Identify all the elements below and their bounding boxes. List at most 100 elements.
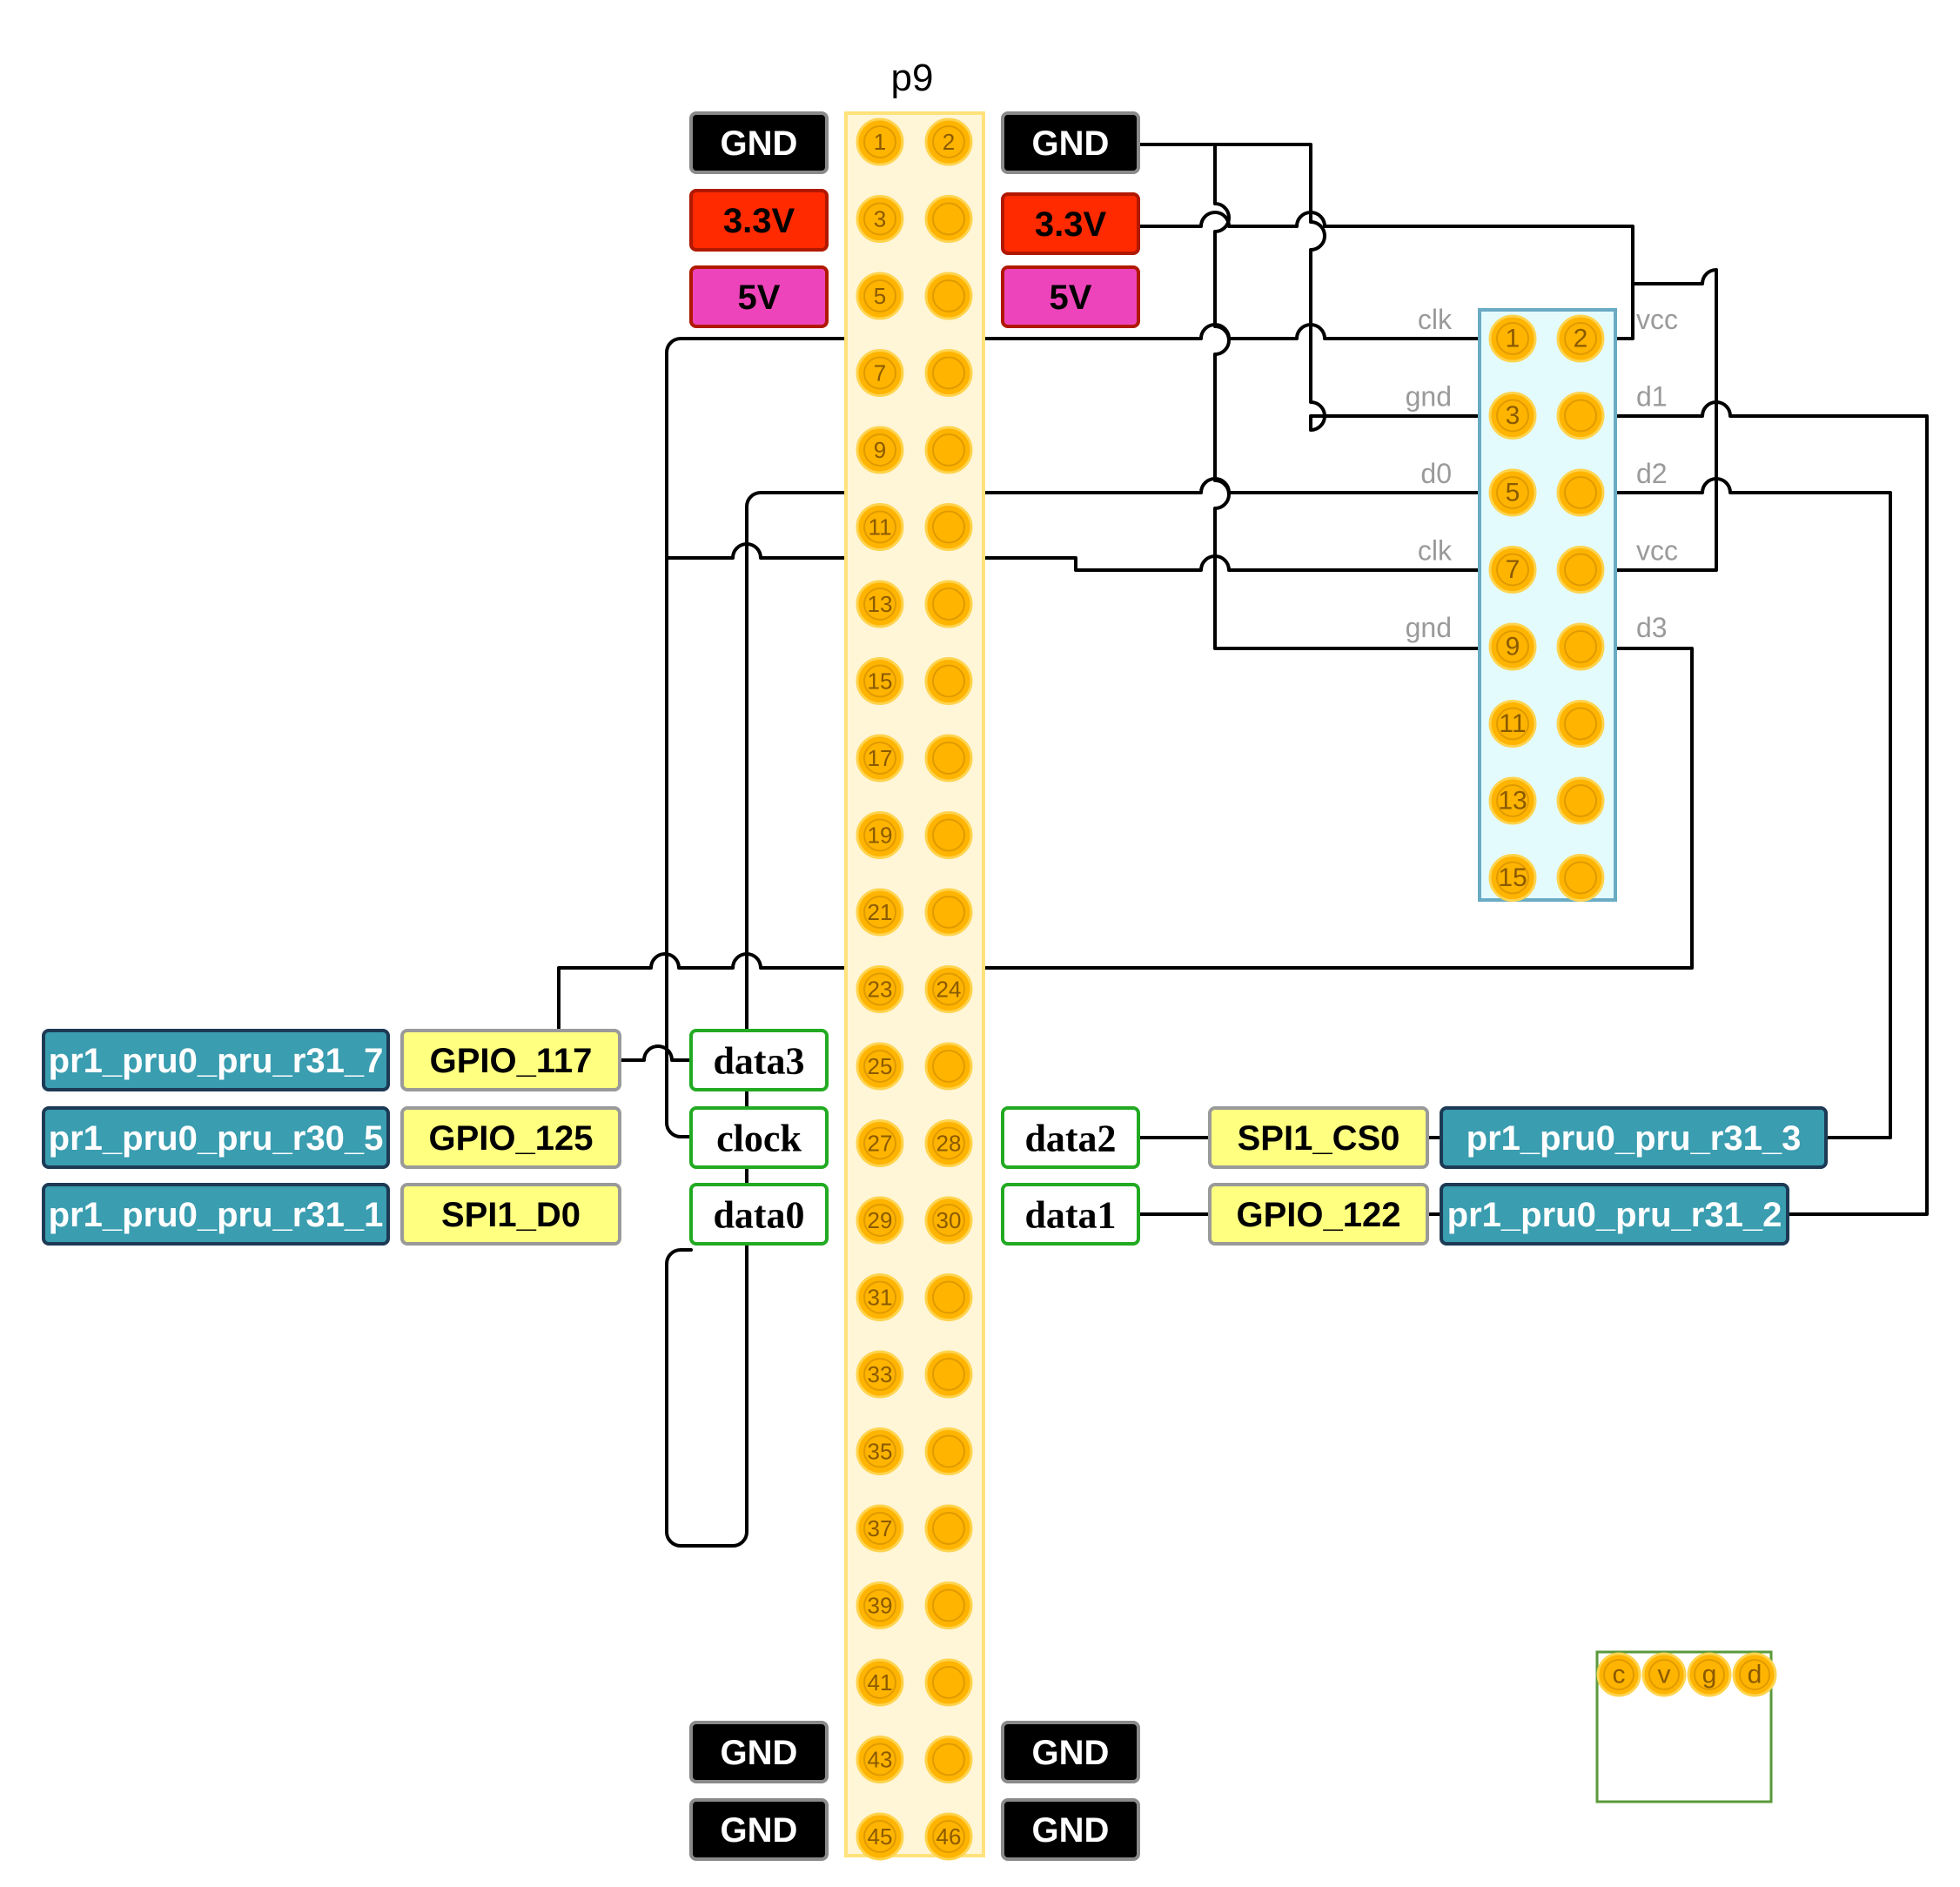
gnd-label-text: GND	[721, 124, 798, 163]
wire	[557, 952, 848, 1032]
module-pin-number: 15	[1498, 863, 1527, 892]
v5-label-text: 5V	[738, 279, 781, 317]
p9-pin-ring	[863, 1820, 896, 1853]
gnd-label-box	[689, 111, 829, 174]
data-line-label-box	[689, 1183, 829, 1246]
wire	[982, 323, 1492, 340]
small-connector-pin-ring	[1648, 1659, 1680, 1690]
data-line-label: data0	[689, 1183, 829, 1246]
v5-label-box	[689, 265, 829, 328]
gnd-label-text: GND	[721, 1734, 798, 1772]
gpio-label-box	[400, 1183, 621, 1246]
data-line-label-box	[689, 1106, 829, 1169]
gnd-label: GND	[1001, 1798, 1140, 1861]
gpio-label: GPIO_122	[1208, 1183, 1429, 1246]
module-pin-number: 2	[1574, 325, 1588, 353]
v33-label-box	[1001, 192, 1140, 255]
p9-pin-ring	[863, 896, 896, 929]
module-pin-number: 3	[1506, 401, 1520, 430]
p9-pin-ring	[932, 1434, 965, 1468]
pru-signal-label-text: pr1_pru0_pru_r31_2	[1447, 1196, 1782, 1234]
wire	[1601, 268, 1718, 572]
v33-label-box	[689, 189, 829, 252]
p9-pin-ring	[932, 433, 965, 467]
pru-signal-label: pr1_pru0_pru_r31_2	[1440, 1183, 1789, 1246]
gnd-label: GND	[689, 111, 829, 174]
gnd-label: GND	[689, 1721, 829, 1783]
p9-pin-ring	[863, 125, 896, 158]
p9-pin-ring	[932, 1512, 965, 1545]
data-line-label-box	[1001, 1106, 1140, 1169]
p9-pin-number: 13	[868, 591, 893, 617]
p9-pin-row: 25	[856, 1042, 973, 1091]
data-line-label: data2	[1001, 1106, 1140, 1169]
p9-pin-number: 19	[868, 823, 893, 849]
v33-label: 3.3V	[1001, 192, 1140, 255]
p9-pin-row: 33	[856, 1350, 973, 1399]
p9-pin-ring	[932, 1050, 965, 1083]
small-connector-pin-label: v	[1658, 1661, 1671, 1689]
p9-pin-ring	[932, 972, 965, 1006]
p9-pin-row: 17	[856, 734, 973, 782]
pru-signal-label-box	[42, 1183, 390, 1246]
gpio-label-box	[400, 1029, 621, 1091]
gpio-label: SPI1_D0	[400, 1183, 621, 1246]
module-signal-label: d2	[1636, 458, 1668, 489]
p9-pin-ring	[863, 1743, 896, 1776]
module-pin-number: 1	[1506, 325, 1520, 353]
module-signal-label: d3	[1636, 612, 1668, 643]
gnd-label-box	[689, 1721, 829, 1783]
gnd-label: GND	[1001, 1721, 1140, 1783]
module-pin-number: 5	[1506, 479, 1520, 507]
p9-pin-row: 21	[856, 888, 973, 937]
module-pin-ring	[1564, 399, 1597, 433]
p9-pin-number: 11	[869, 514, 892, 541]
gpio-label-text: SPI1_D0	[441, 1196, 581, 1234]
p9-pin-row: 3	[856, 195, 973, 243]
gpio-label: GPIO_125	[400, 1106, 621, 1169]
p9-pin-number: 24	[936, 977, 962, 1003]
pru-signal-label-box	[1440, 1183, 1789, 1246]
p9-pin-ring	[863, 742, 896, 775]
p9-pin-number: 31	[868, 1285, 893, 1311]
gpio-label-box	[400, 1106, 621, 1169]
module-pin-ring	[1564, 707, 1597, 741]
module-pin-ring	[1496, 707, 1529, 741]
p9-pin-ring	[932, 896, 965, 929]
p9-pin-ring	[863, 356, 896, 390]
gpio-label-box	[1208, 1106, 1429, 1169]
module-pin-ring	[1496, 399, 1529, 433]
pru-signal-label: pr1_pru0_pru_r31_3	[1440, 1106, 1828, 1169]
module-pin-number: 13	[1498, 787, 1527, 816]
gnd-label-text: GND	[1032, 1811, 1110, 1850]
p9-pin-number: 37	[868, 1515, 893, 1541]
p9-pin-ring	[932, 588, 965, 621]
module-signal-label: clk	[1418, 535, 1453, 567]
p9-pin-ring	[863, 818, 896, 852]
p9-pin-ring	[863, 1050, 896, 1083]
p9-pin-ring	[932, 1588, 965, 1622]
p9-pin-ring	[932, 664, 965, 698]
wire	[665, 491, 848, 1548]
v5-label-box	[1001, 265, 1140, 328]
pru-signal-label-text: pr1_pru0_pru_r31_1	[49, 1196, 384, 1234]
p9-pin-number: 29	[868, 1207, 893, 1233]
module-signal-label: gnd	[1406, 612, 1452, 643]
data-line-label-box	[1001, 1183, 1140, 1246]
p9-pin-row: 35	[856, 1427, 973, 1475]
p9-pin-number: 2	[943, 129, 955, 155]
gpio-label: GPIO_117	[400, 1029, 621, 1091]
module-pin-number: 9	[1506, 633, 1520, 661]
p9-pin-ring	[863, 202, 896, 236]
v33-label-text: 3.3V	[1035, 205, 1107, 244]
wire	[982, 647, 1694, 970]
module-pin-ring	[1496, 476, 1529, 509]
wire	[618, 1044, 693, 1062]
p9-pin-ring	[932, 1126, 965, 1160]
wire	[1601, 477, 1892, 1139]
wire	[1137, 211, 1634, 340]
